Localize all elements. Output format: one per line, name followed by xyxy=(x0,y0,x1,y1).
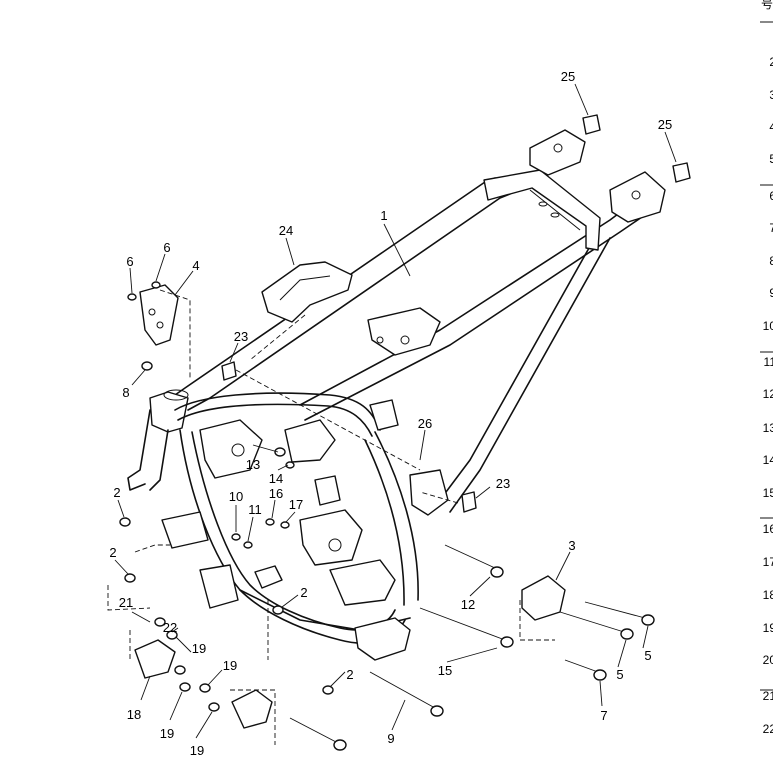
label-2a: 2 xyxy=(113,485,120,500)
label-12: 12 xyxy=(461,597,475,612)
label-19a: 19 xyxy=(192,641,206,656)
label-11: 11 xyxy=(248,502,262,517)
label-19d: 19 xyxy=(190,743,204,758)
column-row: 4 xyxy=(769,120,773,134)
column-row: 13 xyxy=(763,421,773,435)
label-13: 13 xyxy=(246,457,260,472)
label-2c: 2 xyxy=(300,585,307,600)
label-24: 24 xyxy=(279,223,293,238)
label-23a: 23 xyxy=(234,329,248,344)
label-10: 10 xyxy=(229,489,243,504)
label-25b: 25 xyxy=(658,117,672,132)
leader-lines xyxy=(114,83,677,739)
column-row: 21 xyxy=(763,689,773,703)
label-1: 1 xyxy=(380,208,387,223)
column-row: 18 xyxy=(763,588,773,602)
column-row: 3 xyxy=(769,88,773,102)
column-header: 号 xyxy=(761,0,773,11)
column-row: 2 xyxy=(769,55,773,69)
label-18: 18 xyxy=(127,707,141,722)
main-frame xyxy=(127,129,666,661)
label-14: 14 xyxy=(269,471,283,486)
column-row: 19 xyxy=(763,621,773,635)
column-row: 11 xyxy=(764,355,773,369)
label-21: 21 xyxy=(119,595,133,610)
alignment-lines xyxy=(107,289,555,745)
label-3: 3 xyxy=(568,538,575,553)
loose-parts xyxy=(119,114,691,751)
label-5a: 5 xyxy=(644,648,651,663)
column-row: 16 xyxy=(763,522,773,536)
label-5b: 5 xyxy=(616,667,623,682)
column-row: 9 xyxy=(769,286,773,300)
label-23b: 23 xyxy=(496,476,510,491)
column-row: 20 xyxy=(763,653,773,667)
column-row: 7 xyxy=(769,221,773,235)
label-4: 4 xyxy=(192,258,199,273)
column-row: 12 xyxy=(763,387,773,401)
part-labels: 1 2 2 2 2 3 4 5 5 6 6 7 8 9 10 11 12 13 … xyxy=(109,69,672,758)
label-15: 15 xyxy=(438,663,452,678)
label-22: 22 xyxy=(163,620,177,635)
label-7: 7 xyxy=(600,708,607,723)
label-16: 16 xyxy=(269,486,283,501)
label-25a: 25 xyxy=(561,69,575,84)
column-row: 5 xyxy=(769,152,773,166)
label-2d: 2 xyxy=(346,667,353,682)
label-26: 26 xyxy=(418,416,432,431)
column-row: 15 xyxy=(763,486,773,500)
column-row: 8 xyxy=(769,254,773,268)
label-2b: 2 xyxy=(109,545,116,560)
label-17: 17 xyxy=(289,497,303,512)
label-19b: 19 xyxy=(223,658,237,673)
column-row: 22 xyxy=(763,722,773,736)
column-row: 17 xyxy=(763,555,773,569)
label-6b: 6 xyxy=(163,240,170,255)
column-row: 6 xyxy=(769,189,773,203)
label-6a: 6 xyxy=(126,254,133,269)
label-8: 8 xyxy=(122,385,129,400)
column-row: 14 xyxy=(763,453,773,467)
label-9: 9 xyxy=(387,731,394,746)
label-19c: 19 xyxy=(160,726,174,741)
column-row: 10 xyxy=(763,319,773,333)
parts-list-column: 号 2 3 4 5 6 7 8 9 10 11 12 13 14 15 16 17 18 19 20 21 22 xyxy=(760,0,773,736)
